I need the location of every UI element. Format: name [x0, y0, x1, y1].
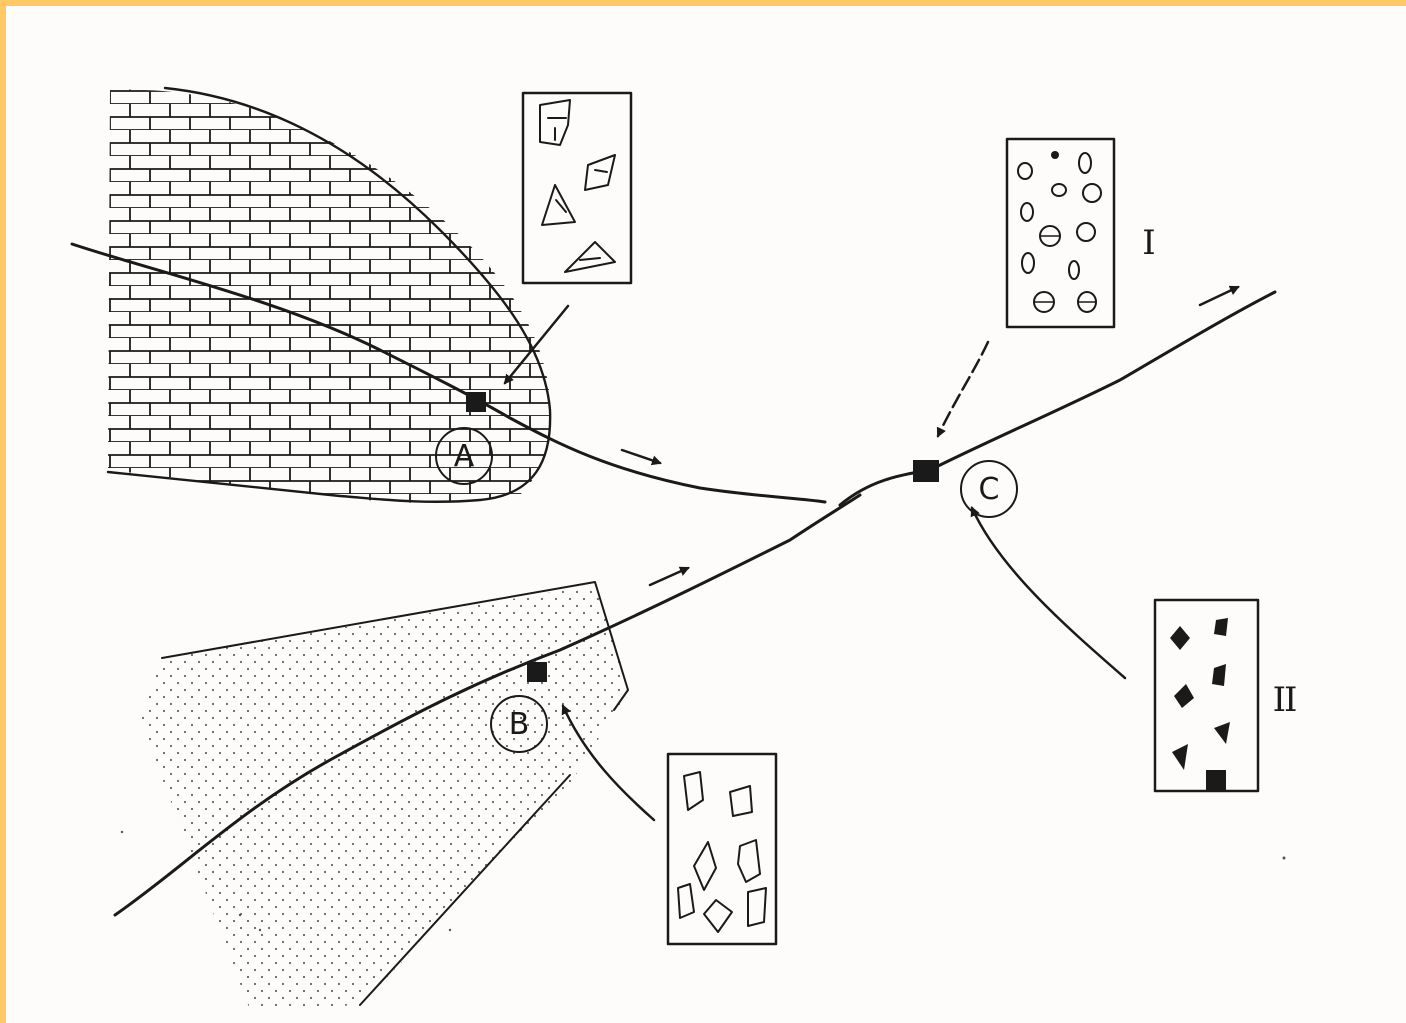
station-marker-b — [527, 662, 547, 682]
pointer-arrow-c-lower — [970, 506, 1127, 680]
flow-arrows — [620, 285, 1240, 587]
background-specks — [120, 830, 1286, 932]
location-label-a: A — [435, 427, 493, 485]
sample-box-i — [1005, 137, 1116, 329]
pointer-arrow-b — [561, 704, 656, 822]
pointer-arrow-a — [503, 304, 570, 385]
flow-arrow-outlet — [1198, 285, 1240, 307]
sample-label-ii: II — [1272, 680, 1298, 720]
location-label-b: B — [490, 695, 548, 753]
sample-box-ii — [1153, 598, 1260, 793]
river-lower-tributary — [113, 493, 862, 917]
sample-box-a — [521, 91, 633, 285]
pointer-arrow-c-upper — [936, 340, 990, 438]
sample-box-b — [666, 752, 778, 946]
flow-arrow-upper — [620, 448, 662, 466]
sample-pointers — [503, 304, 1127, 822]
sandstone-outcrop — [140, 581, 629, 1010]
river-upper-tributary — [70, 242, 827, 504]
station-marker-c — [913, 460, 939, 482]
location-label-c: C — [960, 460, 1018, 518]
limestone-outcrop — [106, 86, 552, 503]
river-main-channel — [838, 290, 1277, 507]
sample-stations — [466, 392, 939, 682]
sample-label-i: I — [1142, 223, 1156, 263]
flow-arrow-lower — [648, 566, 690, 587]
river-network — [70, 242, 1277, 917]
station-marker-a — [466, 392, 486, 412]
